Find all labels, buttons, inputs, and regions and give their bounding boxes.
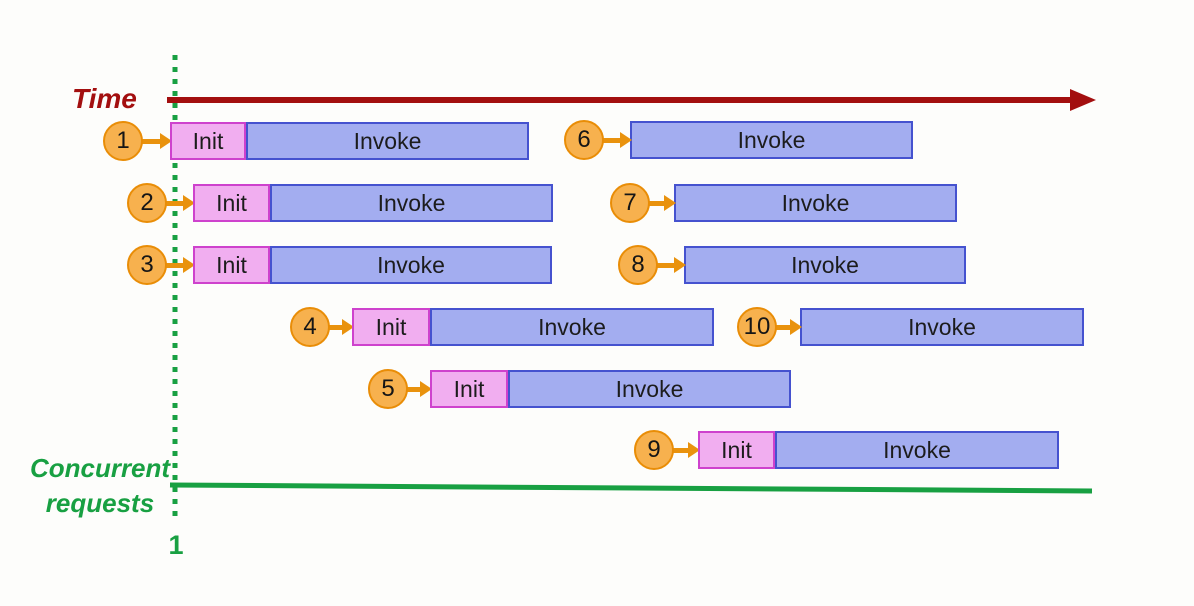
request-badge-1: 1 xyxy=(103,121,143,161)
invoke-bar-7: Invoke xyxy=(674,184,957,222)
request-arrow-5 xyxy=(403,386,421,392)
invoke-bar-10: Invoke xyxy=(800,308,1084,346)
request-arrowhead-2 xyxy=(183,195,195,211)
request-arrow-2 xyxy=(162,200,184,206)
concurrency-tick-label: 1 xyxy=(168,530,184,560)
request-badge-9: 9 xyxy=(634,430,674,470)
request-badge-6: 6 xyxy=(564,120,604,160)
request-arrowhead-3 xyxy=(183,257,195,273)
init-bar-5: Init xyxy=(430,370,508,408)
time-axis-label: Time xyxy=(72,83,137,114)
request-arrowhead-6 xyxy=(620,132,632,148)
request-badge-10: 10 xyxy=(737,307,777,347)
invoke-bar-5: Invoke xyxy=(508,370,791,408)
request-arrow-10 xyxy=(772,324,791,330)
request-badge-8: 8 xyxy=(618,245,658,285)
request-arrowhead-1 xyxy=(160,133,172,149)
request-arrow-1 xyxy=(138,138,161,144)
init-bar-2: Init xyxy=(193,184,270,222)
init-bar-1: Init xyxy=(170,122,246,160)
request-arrowhead-10 xyxy=(790,319,802,335)
invoke-bar-4: Invoke xyxy=(430,308,714,346)
request-arrowhead-5 xyxy=(420,381,432,397)
request-badge-4: 4 xyxy=(290,307,330,347)
invoke-bar-8: Invoke xyxy=(684,246,966,284)
invoke-bar-3: Invoke xyxy=(270,246,552,284)
invoke-bar-1: Invoke xyxy=(246,122,529,160)
request-arrowhead-8 xyxy=(674,257,686,273)
request-arrow-3 xyxy=(162,262,184,268)
request-arrowhead-4 xyxy=(342,319,354,335)
request-badge-7: 7 xyxy=(610,183,650,223)
request-arrow-7 xyxy=(645,200,665,206)
concurrency-axis-line xyxy=(169,482,1093,494)
request-badge-2: 2 xyxy=(127,183,167,223)
request-badge-3: 3 xyxy=(127,245,167,285)
init-bar-3: Init xyxy=(193,246,270,284)
request-arrow-4 xyxy=(325,324,343,330)
request-arrow-9 xyxy=(669,447,689,453)
invoke-bar-9: Invoke xyxy=(775,431,1059,469)
request-arrowhead-7 xyxy=(664,195,676,211)
request-arrowhead-9 xyxy=(688,442,700,458)
time-axis-arrowhead xyxy=(1070,89,1096,111)
invoke-bar-6: Invoke xyxy=(630,121,913,159)
request-badge-5: 5 xyxy=(368,369,408,409)
init-bar-9: Init xyxy=(698,431,775,469)
request-arrow-8 xyxy=(653,262,675,268)
init-bar-4: Init xyxy=(352,308,430,346)
request-arrow-6 xyxy=(599,137,621,143)
invoke-bar-2: Invoke xyxy=(270,184,553,222)
concurrency-axis-label: Concurrent requests xyxy=(29,453,171,518)
